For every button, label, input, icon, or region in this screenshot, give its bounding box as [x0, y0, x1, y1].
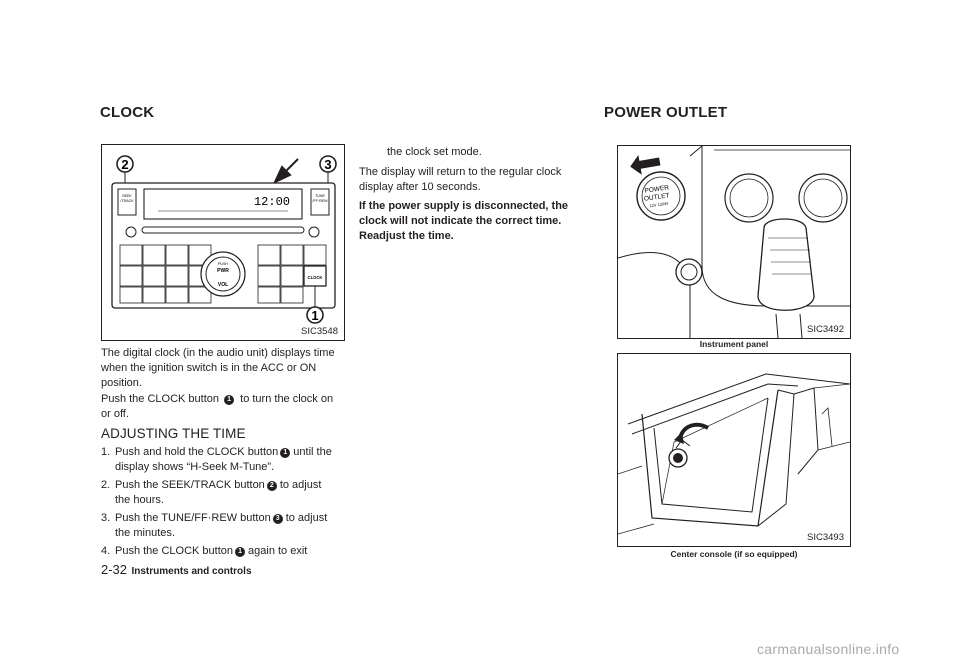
step-number: 3. — [101, 512, 111, 524]
step-text-after: to adjust the hours. — [115, 479, 322, 506]
center-console-illustration — [618, 373, 850, 535]
figure-code: SIC3492 — [807, 324, 844, 335]
return-paragraph: The display will return to the regular c… — [359, 166, 562, 193]
callout-number: 1 — [224, 395, 235, 405]
step-text-after: until the display shows “H-Seek M-Tune”. — [115, 446, 332, 473]
outlet-label-power: POWER — [644, 184, 670, 194]
audio-unit-figure: 2 3 SEEK /TRACK TUNE /FF·REW 12:00 — [101, 144, 345, 341]
shift-lever-grip — [768, 237, 812, 275]
console-lid-hinge — [793, 387, 819, 475]
step-number: 2. — [101, 479, 111, 491]
outlet-label-rating: 12V 120W — [649, 201, 668, 209]
instrument-panel-caption: Instrument panel — [699, 339, 769, 349]
arrow-icon — [272, 158, 299, 185]
console-bin-floor — [661, 397, 769, 505]
step-number: 4. — [101, 545, 111, 557]
callout-1-label: 1 — [311, 308, 318, 323]
push-text-before: Push the CLOCK button — [101, 393, 220, 405]
power-outlet-cap-inner — [641, 176, 681, 216]
push-text-after: to turn the clock on or off. — [101, 393, 334, 420]
callout-number: 1 — [280, 448, 291, 458]
instrument-panel-illustration: POWER OUTLET 12V 120W — [618, 146, 850, 338]
callout-number: 2 — [266, 481, 277, 491]
knob-vol-label: VOL — [218, 282, 228, 288]
center-console-figure: SIC3493 — [617, 353, 851, 547]
outlet-label-outlet: OUTLET — [644, 192, 670, 203]
panel-edge — [689, 146, 703, 157]
cd-slot — [141, 226, 305, 234]
seat-contour — [618, 465, 655, 535]
clock-heading: CLOCK — [100, 104, 155, 121]
power-outlet-heading: POWER OUTLET — [604, 104, 728, 121]
ffrew-label: /FF·REW — [313, 199, 329, 203]
callout-1-circle — [306, 306, 324, 324]
console-lid — [813, 383, 850, 451]
step-text-after: to adjust the minutes. — [115, 512, 328, 539]
shift-lever-boot — [775, 313, 803, 338]
console-bin-outer — [641, 389, 779, 527]
knob-pwr-label: PWR — [217, 268, 229, 274]
right-round-button — [308, 226, 320, 238]
figure-code: SIC3493 — [807, 532, 844, 543]
console-rim — [631, 383, 799, 435]
audio-unit-illustration: 2 3 SEEK /TRACK TUNE /FF·REW 12:00 — [111, 155, 337, 324]
volume-knob-inner — [205, 256, 241, 292]
tune-ffrew-button — [310, 188, 330, 216]
adjusting-time-heading: ADJUSTING THE TIME — [101, 426, 246, 441]
step-text-before: Push the CLOCK button — [115, 545, 234, 557]
callout-number: 3 — [272, 514, 283, 524]
display-time: 12:00 — [254, 195, 290, 209]
step-text-before: Push and hold the CLOCK button — [115, 446, 279, 458]
track-label: /TRACK — [120, 199, 134, 203]
curved-arrow-icon — [674, 432, 684, 444]
tune-label: TUNE — [315, 194, 325, 198]
console-side — [757, 389, 795, 527]
step-text-before: Push the TUNE/FF·REW button — [115, 512, 271, 524]
warning-paragraph: If the power supply is disconnected, the… — [359, 200, 569, 242]
callout-3-label: 3 — [324, 157, 331, 172]
step-text-after: again to exit — [248, 545, 308, 557]
instrument-panel-figure: POWER OUTLET 12V 120W SIC3492 — [617, 145, 851, 339]
callout-number: 1 — [235, 547, 246, 557]
push-paragraph: Push the CLOCK button 1 to turn the cloc… — [101, 392, 345, 422]
arrow-icon — [630, 155, 661, 175]
intro-paragraph: The digital clock (in the audio unit) di… — [101, 347, 335, 389]
seek-label: SEEK — [122, 194, 132, 198]
continued-text: the clock set mode. — [387, 146, 482, 158]
preset-buttons-grid — [119, 244, 327, 304]
left-round-button — [125, 226, 137, 238]
clock-display — [143, 188, 303, 220]
console-bin-inner — [653, 397, 769, 513]
figure-code: SIC3548 — [301, 326, 338, 337]
knob-push-label: PUSH — [218, 262, 228, 266]
curved-arrow-shaft — [678, 422, 710, 439]
page-number: 2-32 — [101, 562, 128, 577]
callout-2-label: 2 — [121, 157, 128, 172]
step-number: 1. — [101, 446, 111, 458]
step-text-before: Push the SEEK/TRACK button — [115, 479, 265, 491]
page-footer: 2-32 Instruments and controls — [101, 561, 252, 579]
right-vent-inner — [803, 178, 843, 218]
shift-lever-knob — [757, 218, 815, 311]
section-name: Instruments and controls — [131, 566, 252, 577]
seek-track-button — [117, 188, 137, 216]
left-vent-inner — [729, 178, 769, 218]
console-outlet-socket — [673, 453, 683, 463]
clock-button-label: CLOCK — [308, 275, 323, 280]
lower-outlet-inner — [680, 263, 698, 281]
console-outer-top — [627, 373, 850, 425]
watermark: carmanualsonline.info — [757, 641, 900, 657]
center-console-caption: Center console (if so equipped) — [670, 549, 798, 559]
